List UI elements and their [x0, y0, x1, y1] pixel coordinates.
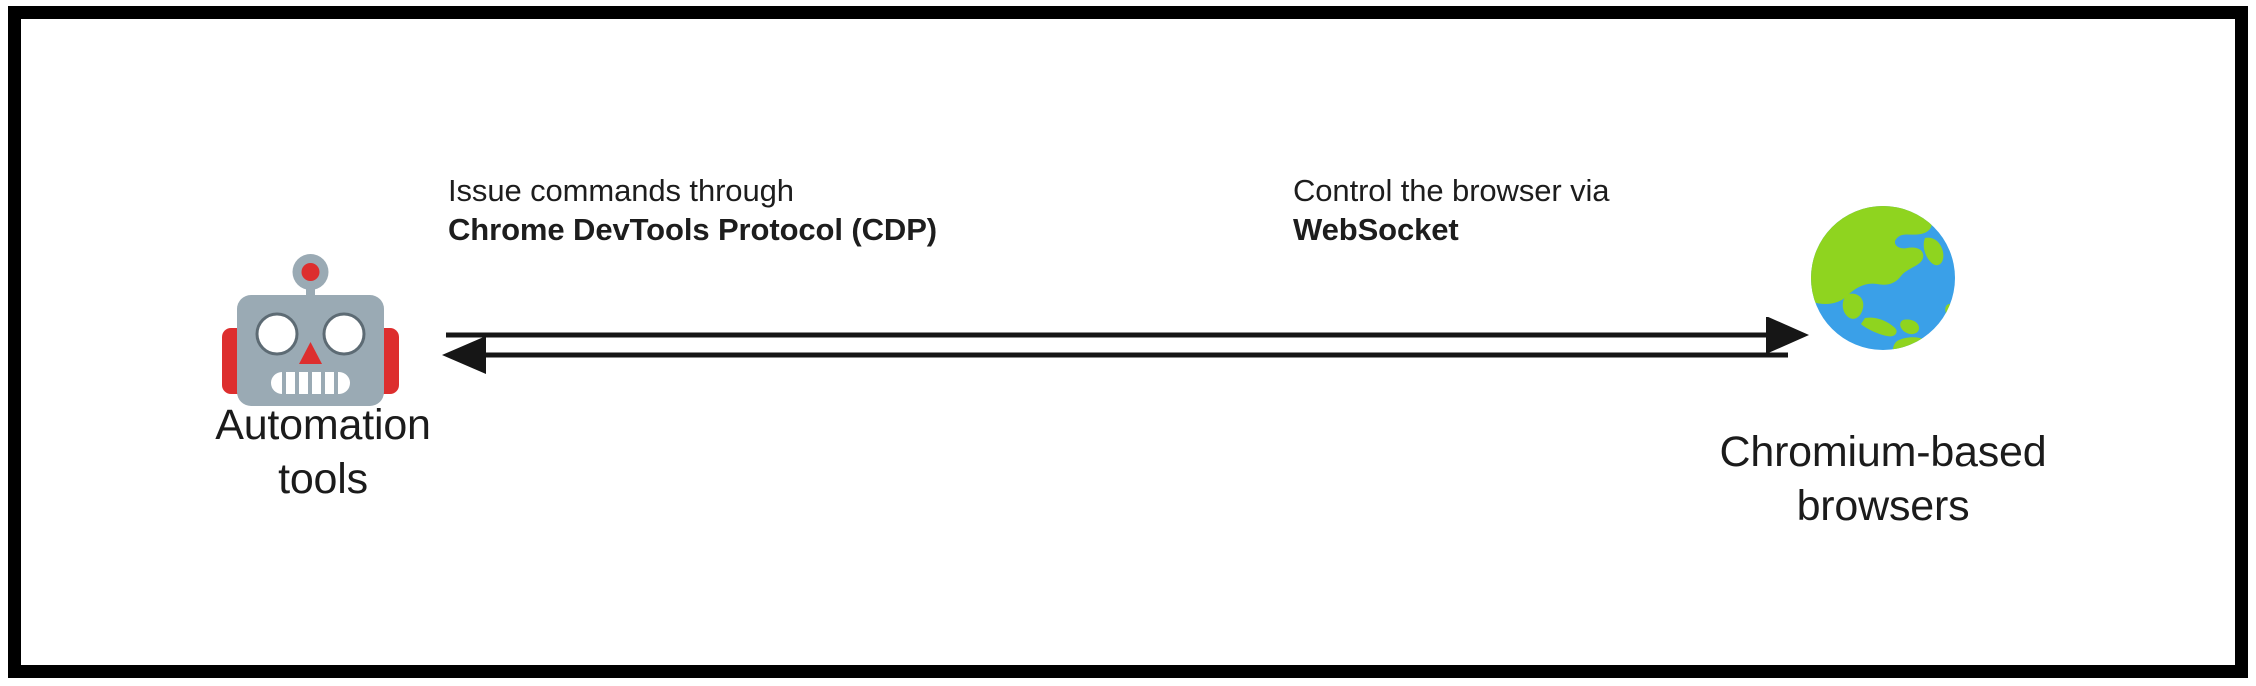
- edge-label-cdp-line2: Chrome DevTools Protocol (CDP): [448, 212, 938, 247]
- edge-label-cdp: Issue commands through Chrome DevTools P…: [448, 171, 937, 249]
- connector-arrows: [426, 317, 1816, 375]
- edge-label-cdp-line1: Issue commands through: [448, 173, 794, 208]
- edge-label-websocket-line2: WebSocket: [1293, 212, 1459, 247]
- edge-label-websocket-line1: Control the browser via: [1293, 173, 1610, 208]
- node-automation-tools: Automation tools: [113, 238, 533, 528]
- arrow-to-browser: [446, 317, 1809, 354]
- globe-asia-icon: [1803, 198, 1963, 358]
- node-automation-tools-caption-line1: Automation: [215, 401, 431, 449]
- robot-icon: [218, 238, 403, 408]
- node-automation-tools-caption-line2: tools: [278, 455, 368, 503]
- node-chromium-browsers-caption: Chromium-based browsers: [1603, 425, 2163, 533]
- edge-label-websocket: Control the browser via WebSocket: [1293, 171, 1610, 249]
- node-chromium-browsers-caption-line2: browsers: [1796, 482, 1970, 530]
- node-automation-tools-caption: Automation tools: [113, 398, 533, 506]
- node-chromium-browsers-caption-line1: Chromium-based: [1719, 428, 2047, 476]
- arrow-to-tools: [442, 336, 1788, 374]
- diagram-frame: Automation tools Issue commands thr: [8, 6, 2248, 678]
- node-chromium-browsers: Chromium-based browsers: [1603, 198, 2163, 530]
